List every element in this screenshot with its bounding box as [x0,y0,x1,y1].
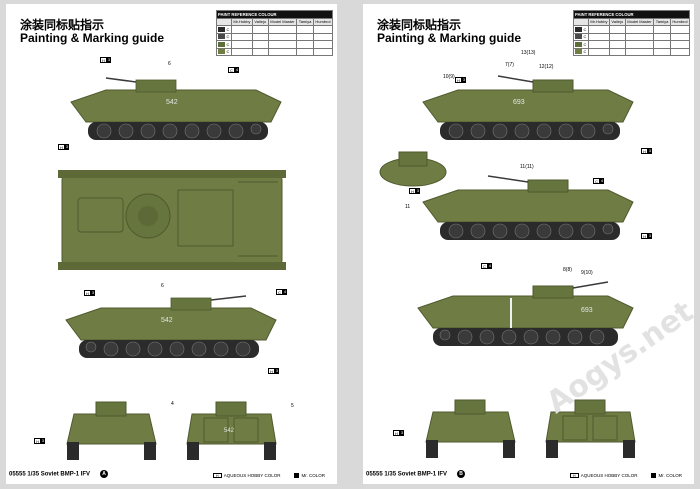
color-swatch [218,26,226,32]
title-chinese: 涂装同标贴指示 [20,18,105,32]
svg-text:542: 542 [166,99,178,106]
decal-number: 6 [168,61,171,67]
table-row: C [573,40,691,49]
table-row: C [573,25,691,34]
bmp-top-view [58,170,286,270]
decal-number: 5 [291,403,294,409]
table-row: C [216,47,334,56]
col-header: Mr.Hobby [230,17,254,26]
decal-number: 9(10) [581,270,593,276]
bmp-front-view [66,401,157,460]
bmp-side-view-right: 542 [65,295,277,358]
svg-text:693: 693 [581,307,593,314]
svg-text:542: 542 [161,317,173,324]
col-header: Model Master [267,17,298,26]
table-row: C [216,25,334,34]
bmp-side-view-left: 693 [422,75,634,140]
svg-text:542: 542 [224,428,235,434]
decal-number: 4 [171,401,174,407]
painting-guide-sheet-b: 涂装同标贴指示 Painting & Marking guide PAINT R… [363,4,694,484]
table-heading: PAINT REFERENCE COLOUR [573,10,690,19]
color-swatch [218,34,226,40]
color-swatch [218,49,226,55]
table-heading: PAINT REFERENCE COLOUR [216,10,333,19]
scheme-badge: B [457,470,466,478]
table-row: C [216,40,334,49]
col-header: Humbrol [312,17,334,26]
decal-number: 11(11) [520,164,534,170]
col-header: Vallejo [252,17,269,26]
table-row: C [573,32,691,41]
decal-number: 8(8) [563,267,572,273]
decal-number: 10(9) [443,74,455,80]
title-chinese: 涂装同标贴指示 [377,18,462,32]
painting-guide-sheet-a: 涂装同标贴指示 Painting & Marking guide PAINT R… [6,4,337,484]
bmp-front-view [425,399,516,458]
title-english: Painting & Marking guide [377,31,522,45]
bmp-rear-view: 542 [186,401,277,460]
bmp-side-view-left: 542 [70,77,282,140]
scheme-badge: A [100,470,109,478]
turret-detail-view [379,151,447,187]
bmp-side-view-alt: 693 [417,281,634,346]
decal-number: 7(7) [505,62,514,68]
title-english: Painting & Marking guide [20,31,165,45]
decal-number: 11 [405,204,411,210]
table-row: C [573,47,691,56]
decal-number: 6 [161,283,164,289]
table-row: C [216,32,334,41]
color-swatch [218,41,226,47]
col-header [216,17,232,26]
bmp-side-view-right [422,175,634,240]
col-header: Tamiya [296,17,314,26]
decal-number: 12(12) [539,64,554,70]
bmp-rear-view [545,399,636,458]
svg-text:693: 693 [513,99,525,106]
decal-number: 13(13) [521,50,536,56]
paint-reference-table: PAINT REFERENCE COLOUR Mr.Hobby Vallejo … [216,10,334,56]
